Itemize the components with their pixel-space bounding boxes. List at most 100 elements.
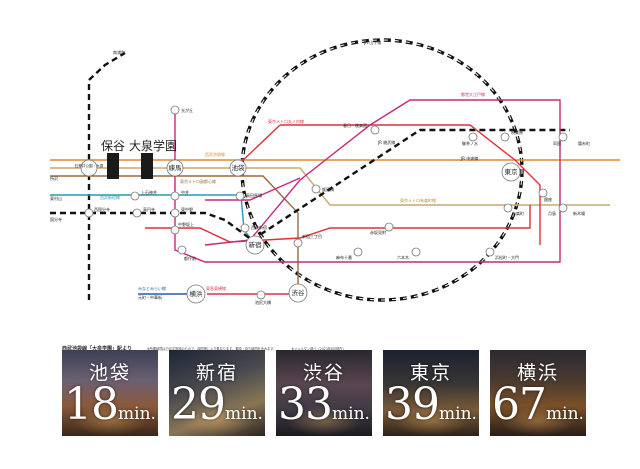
caption: 西武池袋線「大泉学園」駅より ※所要時間は日中平常時のもので、時間帯により異なり… [62, 335, 582, 352]
station-nakai[interactable] [170, 191, 180, 201]
station-shibuya[interactable]: 渋谷 [288, 283, 308, 303]
station-ryogoku[interactable] [558, 132, 568, 142]
station-akihabara[interactable] [500, 132, 510, 142]
station-iidabashi[interactable] [311, 184, 321, 194]
svg-text:池尻大橋: 池尻大橋 [255, 299, 271, 305]
svg-text:六本木: 六本木 [397, 254, 409, 260]
destination-name: 渋谷 [302, 362, 345, 384]
travel-time: 39min. [385, 379, 477, 430]
destination-cards: 池袋 18min. 新宿 29min. 渋谷 33min. 東京 39min. … [62, 350, 586, 436]
svg-text:月島: 月島 [548, 210, 556, 216]
station-nerima[interactable]: 練馬 [166, 159, 184, 177]
svg-text:横浜: 横浜 [190, 289, 204, 298]
svg-text:東京メトロ丸ノ内線: 東京メトロ丸ノ内線 [268, 118, 304, 124]
hoya-station-block[interactable] [107, 153, 119, 179]
station-shinjuku-sanchome[interactable] [293, 238, 303, 248]
station-ochanomizu[interactable] [468, 132, 478, 142]
svg-text:高田馬場: 高田馬場 [246, 192, 262, 198]
svg-text:新木場: 新木場 [573, 210, 585, 216]
svg-text:JR 総武線: JR 総武線 [377, 139, 395, 145]
svg-text:所沢: 所沢 [50, 175, 58, 181]
station-tochomae[interactable] [177, 245, 187, 255]
travel-time: 33min. [278, 379, 370, 430]
svg-text:石神井公園・大泉: 石神井公園・大泉 [75, 163, 104, 168]
svg-text:有楽町: 有楽町 [512, 210, 524, 216]
photo-glow [71, 406, 149, 436]
svg-text:光が丘: 光が丘 [181, 107, 193, 113]
oizumi-gakuen-station-block[interactable] [141, 153, 153, 179]
fukutoshin-line [50, 175, 299, 290]
line-labels: JR 山手線 都営大江戸線 東京メトロ丸ノ内線 JR 中央線 西武池袋線 東京メ… [50, 39, 590, 300]
station-nishi-kokubunji[interactable] [84, 208, 94, 218]
station-higashi-nakano[interactable] [170, 208, 180, 218]
svg-text:東中野: 東中野 [181, 206, 193, 212]
photo-glow [178, 406, 256, 436]
station-ikejiri[interactable] [256, 290, 266, 300]
destination-card-shibuya[interactable]: 渋谷 33min. [276, 350, 372, 436]
station-yurakucho[interactable] [503, 203, 513, 213]
station-tsukishima[interactable] [558, 203, 568, 213]
svg-text:都営大江戸線: 都営大江戸線 [461, 91, 485, 97]
oedo-segment [205, 177, 301, 201]
oizumi-gakuen-label: 大泉学園 [129, 138, 177, 153]
photo-glow [285, 406, 363, 436]
station-tokyo[interactable]: 東京 [501, 162, 521, 182]
seibu-shinjuku-line [50, 194, 253, 241]
svg-text:赤坂見附: 赤坂見附 [370, 229, 386, 235]
hoya-label: 保谷 [101, 139, 125, 153]
station-shakujii[interactable]: 石神井公園・大泉 [75, 159, 104, 177]
destination-card-yokohama[interactable]: 横浜 67min. [490, 350, 586, 436]
marunouchi-line [280, 124, 541, 245]
svg-text:中井: 中井 [181, 189, 189, 195]
station-hikarigaoka[interactable] [170, 105, 180, 115]
svg-text:池袋: 池袋 [232, 163, 246, 172]
route-map: 保谷 大泉学園 石神井公園・大泉 練馬 池袋 新宿 渋谷 東京 横浜 光が丘 上… [50, 38, 620, 305]
svg-text:西国分寺: 西国分寺 [94, 206, 110, 212]
station-shinjuku[interactable]: 新宿 [245, 235, 265, 255]
destination-name: 池袋 [88, 362, 131, 384]
svg-text:JR 山手線: JR 山手線 [363, 39, 381, 45]
svg-text:東村山: 東村山 [50, 195, 62, 201]
svg-text:都庁前: 都庁前 [184, 255, 196, 261]
svg-text:飯田橋: 飯田橋 [322, 186, 334, 192]
svg-text:東急東横線: 東急東横線 [206, 285, 226, 291]
station-seibu-shinjuku[interactable] [240, 223, 250, 233]
svg-text:東京メトロ有楽町線: 東京メトロ有楽町線 [400, 197, 436, 203]
svg-text:御茶ノ水: 御茶ノ水 [462, 140, 478, 146]
station-ginza[interactable] [538, 188, 548, 198]
station-takadanobaba[interactable] [235, 191, 245, 201]
station-koenji[interactable] [132, 208, 142, 218]
station-daimon[interactable] [485, 247, 495, 257]
destination-card-tokyo[interactable]: 東京 39min. [383, 350, 479, 436]
station-akasaka-mitsuke[interactable] [384, 222, 394, 232]
destination-card-ikebukuro[interactable]: 池袋 18min. [62, 350, 158, 436]
station-kasuga[interactable] [370, 125, 380, 135]
station-nakano-sakaue[interactable] [170, 225, 180, 235]
svg-text:両国: 両国 [553, 140, 561, 146]
station-azabu-juban[interactable] [353, 247, 363, 257]
svg-text:新宿三丁目: 新宿三丁目 [302, 233, 322, 239]
destination-name: 横浜 [516, 362, 559, 384]
station-roppongi[interactable] [411, 247, 421, 257]
travel-time: 29min. [171, 379, 263, 430]
svg-text:高円寺: 高円寺 [143, 206, 155, 212]
destination-card-shinjuku[interactable]: 新宿 29min. [169, 350, 265, 436]
station-kami-shakujii[interactable] [130, 191, 140, 201]
svg-text:新宿: 新宿 [249, 240, 263, 249]
svg-text:国分寺: 国分寺 [50, 216, 62, 222]
svg-text:東京メトロ副都心線: 東京メトロ副都心線 [180, 178, 216, 184]
svg-text:練馬: 練馬 [169, 163, 183, 172]
station-ikebukuro[interactable]: 池袋 [229, 159, 247, 177]
station-yokohama[interactable]: 横浜 [186, 284, 206, 304]
musashino-line [87, 51, 126, 300]
svg-text:銀座: 銀座 [544, 196, 552, 202]
svg-text:浜松町・大門: 浜松町・大門 [495, 254, 519, 260]
svg-text:みなとみらい線: みなとみらい線 [138, 285, 166, 291]
destination-name: 新宿 [195, 362, 238, 384]
svg-text:南浦和: 南浦和 [113, 49, 125, 55]
caption-title: 西武池袋線「大泉学園」駅より [62, 346, 132, 352]
svg-text:西武池袋線: 西武池袋線 [205, 151, 225, 157]
svg-text:上石神井: 上石神井 [141, 189, 157, 195]
marunouchi-segment [237, 124, 281, 166]
svg-text:元町・中華街: 元町・中華街 [138, 294, 162, 300]
